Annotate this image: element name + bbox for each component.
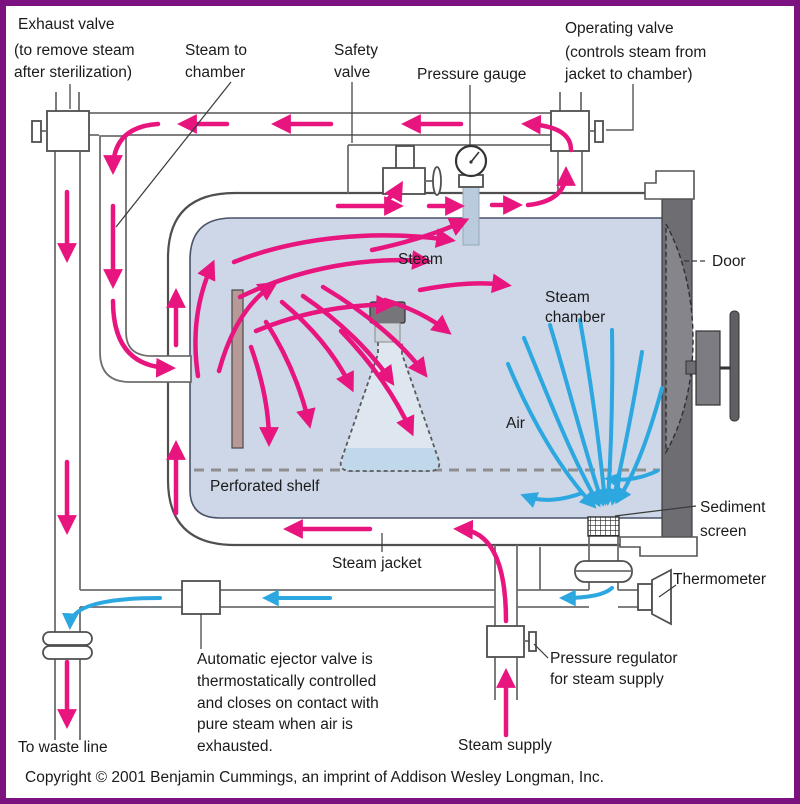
label-pressure-regulator-1: Pressure regulator: [550, 650, 678, 667]
safety-valve: [382, 145, 442, 196]
label-ejector-1: Automatic ejector valve is: [197, 651, 373, 668]
label-to-waste-line: To waste line: [18, 739, 108, 756]
gauge-tube: [462, 186, 480, 246]
label-pointer-lines: [69, 81, 708, 659]
label-exhaust-valve-2: (to remove steam: [14, 42, 135, 59]
pressure-regulator: [486, 625, 537, 658]
door: [619, 170, 740, 557]
label-steam: Steam: [398, 251, 443, 268]
label-steam-to-chamber-2: chamber: [185, 64, 245, 81]
label-operating-valve-3: jacket to chamber): [564, 66, 693, 83]
door-bulge: [665, 223, 694, 455]
label-thermometer: Thermometer: [673, 571, 766, 588]
label-steam-chamber-2: chamber: [545, 309, 605, 326]
label-pressure-gauge: Pressure gauge: [417, 66, 526, 83]
piping: [54, 112, 640, 740]
sediment-screen: [574, 516, 633, 583]
label-ejector-5: exhausted.: [197, 738, 273, 755]
label-steam-jacket: Steam jacket: [332, 555, 422, 572]
ejector-valve: [181, 580, 221, 615]
label-perforated-shelf: Perforated shelf: [210, 478, 320, 495]
thermometer: [637, 568, 672, 626]
label-steam-chamber-1: Steam: [545, 289, 590, 306]
label-steam-to-chamber-1: Steam to: [185, 42, 247, 59]
label-exhaust-valve-1: Exhaust valve: [18, 16, 115, 33]
door-bottom-flange: [619, 536, 698, 557]
steam-flow-arrows: [57, 114, 576, 738]
door-hub: [695, 330, 721, 406]
labels: Exhaust valve (to remove steam after ste…: [14, 16, 766, 786]
label-exhaust-valve-3: after sterilization): [14, 64, 132, 81]
label-pressure-regulator-2: for steam supply: [550, 671, 664, 688]
label-operating-valve-1: Operating valve: [565, 20, 674, 37]
label-steam-supply: Steam supply: [458, 737, 552, 754]
operating-valve: [550, 92, 604, 152]
door-top-flange: [644, 170, 695, 200]
waste-union-fitting: [42, 631, 93, 660]
label-ejector-2: thermostatically controlled: [197, 673, 376, 690]
perforated-shelf-bar: [231, 289, 244, 449]
label-door: Door: [712, 253, 746, 270]
copyright-text: Copyright © 2001 Benjamin Cummings, an i…: [25, 769, 604, 786]
label-ejector-4: pure steam when air is: [197, 716, 353, 733]
label-safety-valve-1: Safety: [334, 42, 378, 59]
exhaust-valve: [31, 92, 90, 152]
label-air: Air: [506, 415, 525, 432]
label-operating-valve-2: (controls steam from: [565, 44, 706, 61]
label-safety-valve-2: valve: [334, 64, 370, 81]
label-ejector-3: and closes on contact with: [197, 695, 379, 712]
door-handle-bar: [729, 310, 740, 422]
air-flow-arrows: [62, 318, 664, 631]
label-sediment-screen-2: screen: [700, 523, 747, 540]
label-sediment-screen-1: Sediment: [700, 499, 766, 516]
